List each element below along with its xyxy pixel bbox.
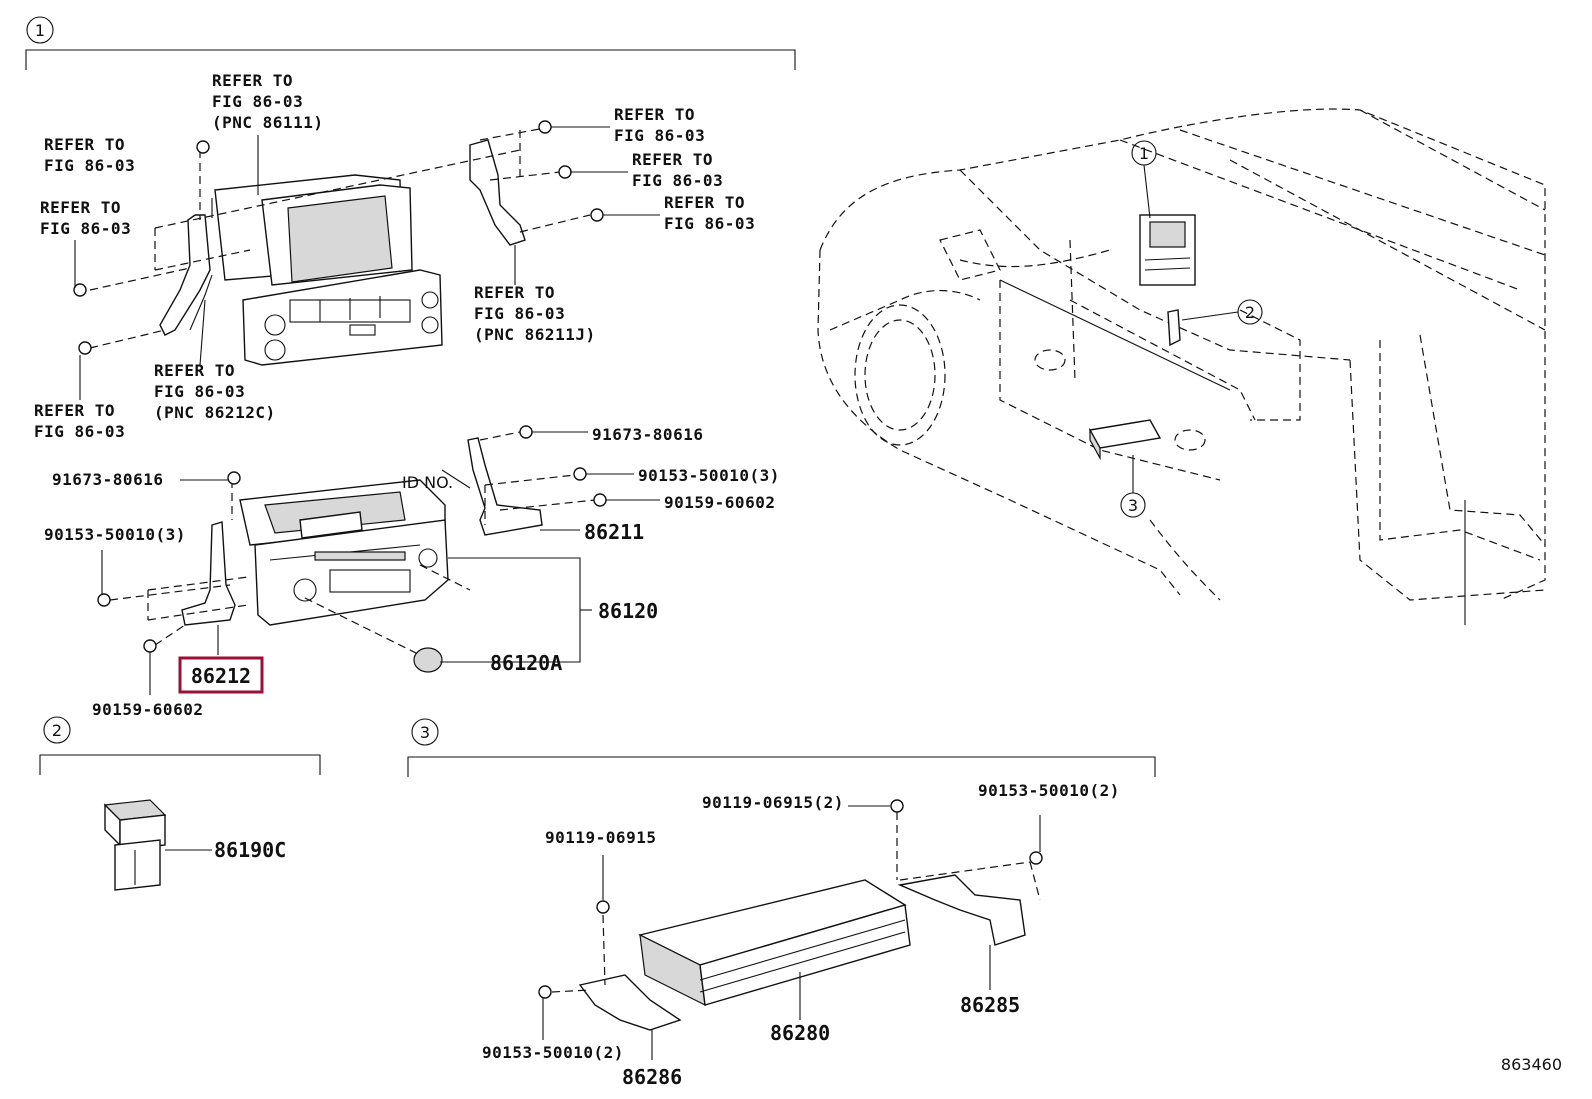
refer-line: REFER TO bbox=[614, 105, 695, 124]
refer-line: FIG 86-03 bbox=[34, 422, 125, 441]
leaders-lower bbox=[101, 431, 660, 695]
left-bracket-top bbox=[159, 214, 213, 336]
part-number-86280: 86280 bbox=[770, 1021, 830, 1045]
refer-line: REFER TO bbox=[154, 361, 235, 380]
refer-line: REFER TO bbox=[632, 150, 713, 169]
refer-line: REFER TO bbox=[34, 401, 115, 420]
refer-line: FIG 86-03 bbox=[664, 214, 755, 233]
screws-lower bbox=[97, 425, 607, 653]
part-number-90119-2: 90119-06915(2) bbox=[702, 793, 844, 812]
control-panel-86120 bbox=[239, 479, 449, 626]
display-head-unit bbox=[214, 174, 443, 366]
refer-label-0: REFER TO FIG 86-03 (PNC 86111) bbox=[212, 71, 323, 132]
switch-86190C bbox=[103, 799, 212, 891]
leaders-amplifier bbox=[542, 805, 1041, 1060]
section-3-number: 3 bbox=[420, 723, 430, 742]
vehicle-callout-3: 3 bbox=[1128, 496, 1138, 515]
figure-code: 863460 bbox=[1501, 1055, 1562, 1074]
refer-line: REFER TO bbox=[474, 283, 555, 302]
highlighted-part-86212[interactable]: 86212 bbox=[178, 656, 264, 694]
leaders-top bbox=[74, 126, 660, 400]
id-number-label: ID NO. bbox=[402, 473, 453, 492]
part-number-90153-right: 90153-50010(3) bbox=[638, 466, 780, 485]
section-2-frame: 2 bbox=[39, 716, 321, 775]
part-number-86120A: 86120A bbox=[490, 651, 562, 675]
refer-line: (PNC 86211J) bbox=[474, 325, 596, 344]
refer-label-8: REFER TO FIG 86-03 bbox=[34, 401, 125, 441]
part-number-90153-amp-left: 90153-50010(2) bbox=[482, 1043, 624, 1062]
refer-line: REFER TO bbox=[212, 71, 293, 90]
refer-line: REFER TO bbox=[40, 198, 121, 217]
refer-label-4: REFER TO FIG 86-03 bbox=[632, 150, 723, 190]
part-number-86286: 86286 bbox=[622, 1065, 682, 1089]
part-number-91673-right: 91673-80616 bbox=[592, 425, 703, 444]
refer-label-1: REFER TO FIG 86-03 bbox=[44, 135, 135, 175]
part-number-90159-right: 90159-60602 bbox=[664, 493, 775, 512]
section-1-frame: 1 bbox=[25, 16, 796, 70]
fastener-lines-lower bbox=[109, 431, 596, 656]
refer-line: FIG 86-03 bbox=[44, 156, 135, 175]
part-number-86120: 86120 bbox=[598, 599, 658, 623]
part-number-86212[interactable]: 86212 bbox=[191, 664, 251, 688]
screws-amplifier bbox=[538, 799, 1043, 999]
bracket-86285 bbox=[897, 874, 1026, 946]
knob-86120A bbox=[413, 647, 443, 673]
refer-line: (PNC 86212C) bbox=[154, 403, 276, 422]
highlight-box bbox=[178, 656, 264, 694]
part-number-86211: 86211 bbox=[584, 520, 644, 544]
refer-line: FIG 86-03 bbox=[40, 219, 131, 238]
left-bracket-86212 bbox=[181, 521, 236, 626]
amplifier-86280 bbox=[637, 879, 911, 1007]
part-number-90153-amp-right: 90153-50010(2) bbox=[978, 781, 1120, 800]
part-number-90119: 90119-06915 bbox=[545, 828, 656, 847]
refer-line: FIG 86-03 bbox=[212, 92, 303, 111]
vehicle-callout-2: 2 bbox=[1245, 303, 1255, 322]
refer-label-7: REFER TO FIG 86-03 (PNC 86212C) bbox=[154, 361, 276, 422]
fastener-lines-top bbox=[89, 127, 591, 349]
vehicle-callouts: 1 2 3 bbox=[1120, 140, 1263, 518]
refer-line: REFER TO bbox=[664, 193, 745, 212]
fastener-lines-amplifier bbox=[551, 812, 1041, 993]
part-number-86190C: 86190C bbox=[214, 838, 286, 862]
refer-label-3: REFER TO FIG 86-03 bbox=[614, 105, 705, 145]
refer-line: FIG 86-03 bbox=[614, 126, 705, 145]
section-2-number: 2 bbox=[52, 721, 62, 740]
part-number-90159-left: 90159-60602 bbox=[92, 700, 203, 719]
vehicle-callout-1: 1 bbox=[1139, 144, 1149, 163]
refer-line: FIG 86-03 bbox=[154, 382, 245, 401]
bracket-86286 bbox=[578, 974, 682, 1031]
part-number-90153-left: 90153-50010(3) bbox=[44, 525, 186, 544]
part-number-86285: 86285 bbox=[960, 993, 1020, 1017]
refer-label-5: REFER TO FIG 86-03 bbox=[664, 193, 755, 233]
vehicle-illustration bbox=[817, 108, 1546, 625]
refer-label-2: REFER TO FIG 86-03 bbox=[40, 198, 131, 238]
refer-line: (PNC 86111) bbox=[212, 113, 323, 132]
section-1-number: 1 bbox=[35, 21, 45, 40]
refer-label-6: REFER TO FIG 86-03 (PNC 86211J) bbox=[474, 283, 596, 344]
refer-line: FIG 86-03 bbox=[474, 304, 565, 323]
refer-line: FIG 86-03 bbox=[632, 171, 723, 190]
section-3-frame: 3 bbox=[407, 718, 1156, 777]
right-bracket-top bbox=[469, 139, 526, 246]
right-bracket-86211 bbox=[467, 437, 543, 536]
part-number-91673-left: 91673-80616 bbox=[52, 470, 163, 489]
refer-line: REFER TO bbox=[44, 135, 125, 154]
